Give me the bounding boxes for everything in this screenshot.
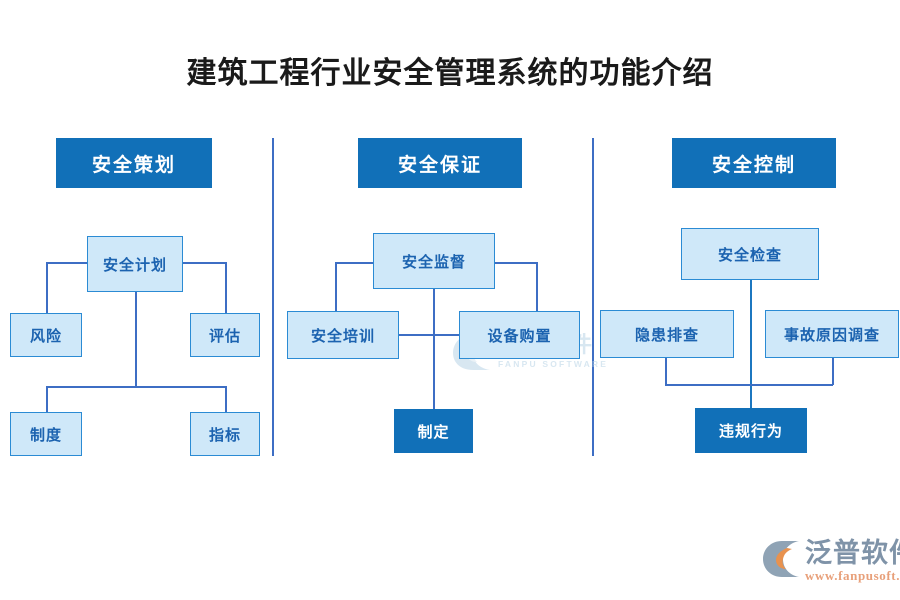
connector-assurance-root-left-h <box>335 262 375 264</box>
node-planning-indicator[interactable]: 指标 <box>190 412 260 456</box>
node-assurance-root[interactable]: 安全监督 <box>373 233 495 289</box>
connector-control-left-v <box>665 357 667 385</box>
connector-assurance-root-right-v <box>536 262 538 312</box>
brand-logo-cn-text: 泛普软件 <box>805 538 900 569</box>
node-planning-risk[interactable]: 风险 <box>10 313 82 357</box>
connector-assurance-root-left-v <box>335 262 337 312</box>
connector-planning-root-right-v <box>225 262 227 314</box>
connector-planning-root-left-h <box>46 262 88 264</box>
column-header-assurance[interactable]: 安全保证 <box>358 138 522 188</box>
page-title: 建筑工程行业安全管理系统的功能介绍 <box>186 56 714 91</box>
connector-planning-bottom-left-v <box>46 386 48 413</box>
column-divider-1 <box>272 138 274 456</box>
connector-planning-root-right-h <box>182 262 226 264</box>
connector-control-trunk <box>750 279 752 409</box>
node-control-root[interactable]: 安全检查 <box>681 228 819 280</box>
node-planning-system[interactable]: 制度 <box>10 412 82 456</box>
column-header-control[interactable]: 安全控制 <box>672 138 836 188</box>
connector-control-right-h <box>750 384 833 386</box>
connector-control-left-h <box>665 384 751 386</box>
connector-assurance-root-right-h <box>494 262 537 264</box>
brand-logo-text-group: 泛普软件 www.fanpusoft.com <box>805 540 900 582</box>
node-assurance-training[interactable]: 安全培训 <box>287 311 399 359</box>
connector-assurance-trunk <box>433 288 435 410</box>
node-control-hazard[interactable]: 隐患排查 <box>600 310 734 358</box>
connector-assurance-mid-link <box>398 334 460 336</box>
brand-logo: 泛普软件 www.fanpusoft.com <box>762 540 900 582</box>
connector-planning-root-left-v <box>46 262 48 314</box>
node-assurance-equipment[interactable]: 设备购置 <box>459 311 580 359</box>
connector-planning-bottom-right-v <box>225 386 227 413</box>
node-planning-root[interactable]: 安全计划 <box>87 236 183 292</box>
column-divider-2 <box>592 138 594 456</box>
node-control-violation[interactable]: 违规行为 <box>695 408 807 453</box>
connector-planning-bottom-bar <box>46 386 226 388</box>
connector-planning-trunk <box>135 291 137 387</box>
connector-control-right-v <box>832 357 834 385</box>
node-planning-assessment[interactable]: 评估 <box>190 313 260 357</box>
column-header-planning[interactable]: 安全策划 <box>56 138 212 188</box>
node-assurance-formulate[interactable]: 制定 <box>394 409 473 453</box>
brand-logo-icon <box>762 540 802 578</box>
brand-logo-url-text: www.fanpusoft.com <box>805 568 900 583</box>
node-control-accident[interactable]: 事故原因调查 <box>765 310 899 358</box>
